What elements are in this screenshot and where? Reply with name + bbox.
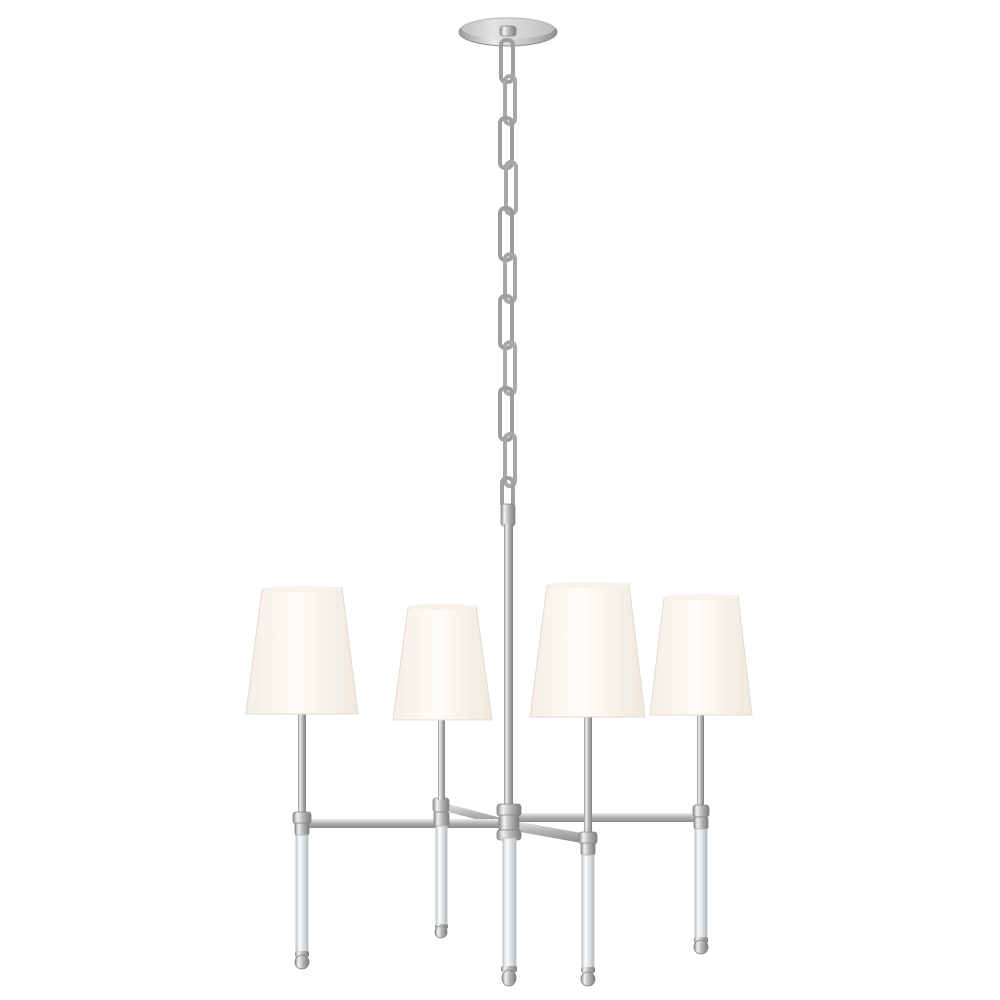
center-hub xyxy=(496,803,522,987)
light-arm-3 xyxy=(578,716,598,987)
light-arm-2 xyxy=(433,720,450,939)
light-arm-4 xyxy=(692,715,710,955)
center-stem xyxy=(500,503,516,806)
lamp-shade-4 xyxy=(649,594,753,716)
hanging-chain xyxy=(498,38,518,510)
lamp-shade-2 xyxy=(392,604,493,721)
lamp-shade-1 xyxy=(245,586,359,715)
arm-front xyxy=(509,820,587,844)
lamp-shade-3 xyxy=(529,582,646,718)
ceiling-canopy xyxy=(458,17,558,47)
arm-right xyxy=(510,813,705,822)
arm-left xyxy=(300,819,505,828)
light-arm-1 xyxy=(292,714,312,970)
